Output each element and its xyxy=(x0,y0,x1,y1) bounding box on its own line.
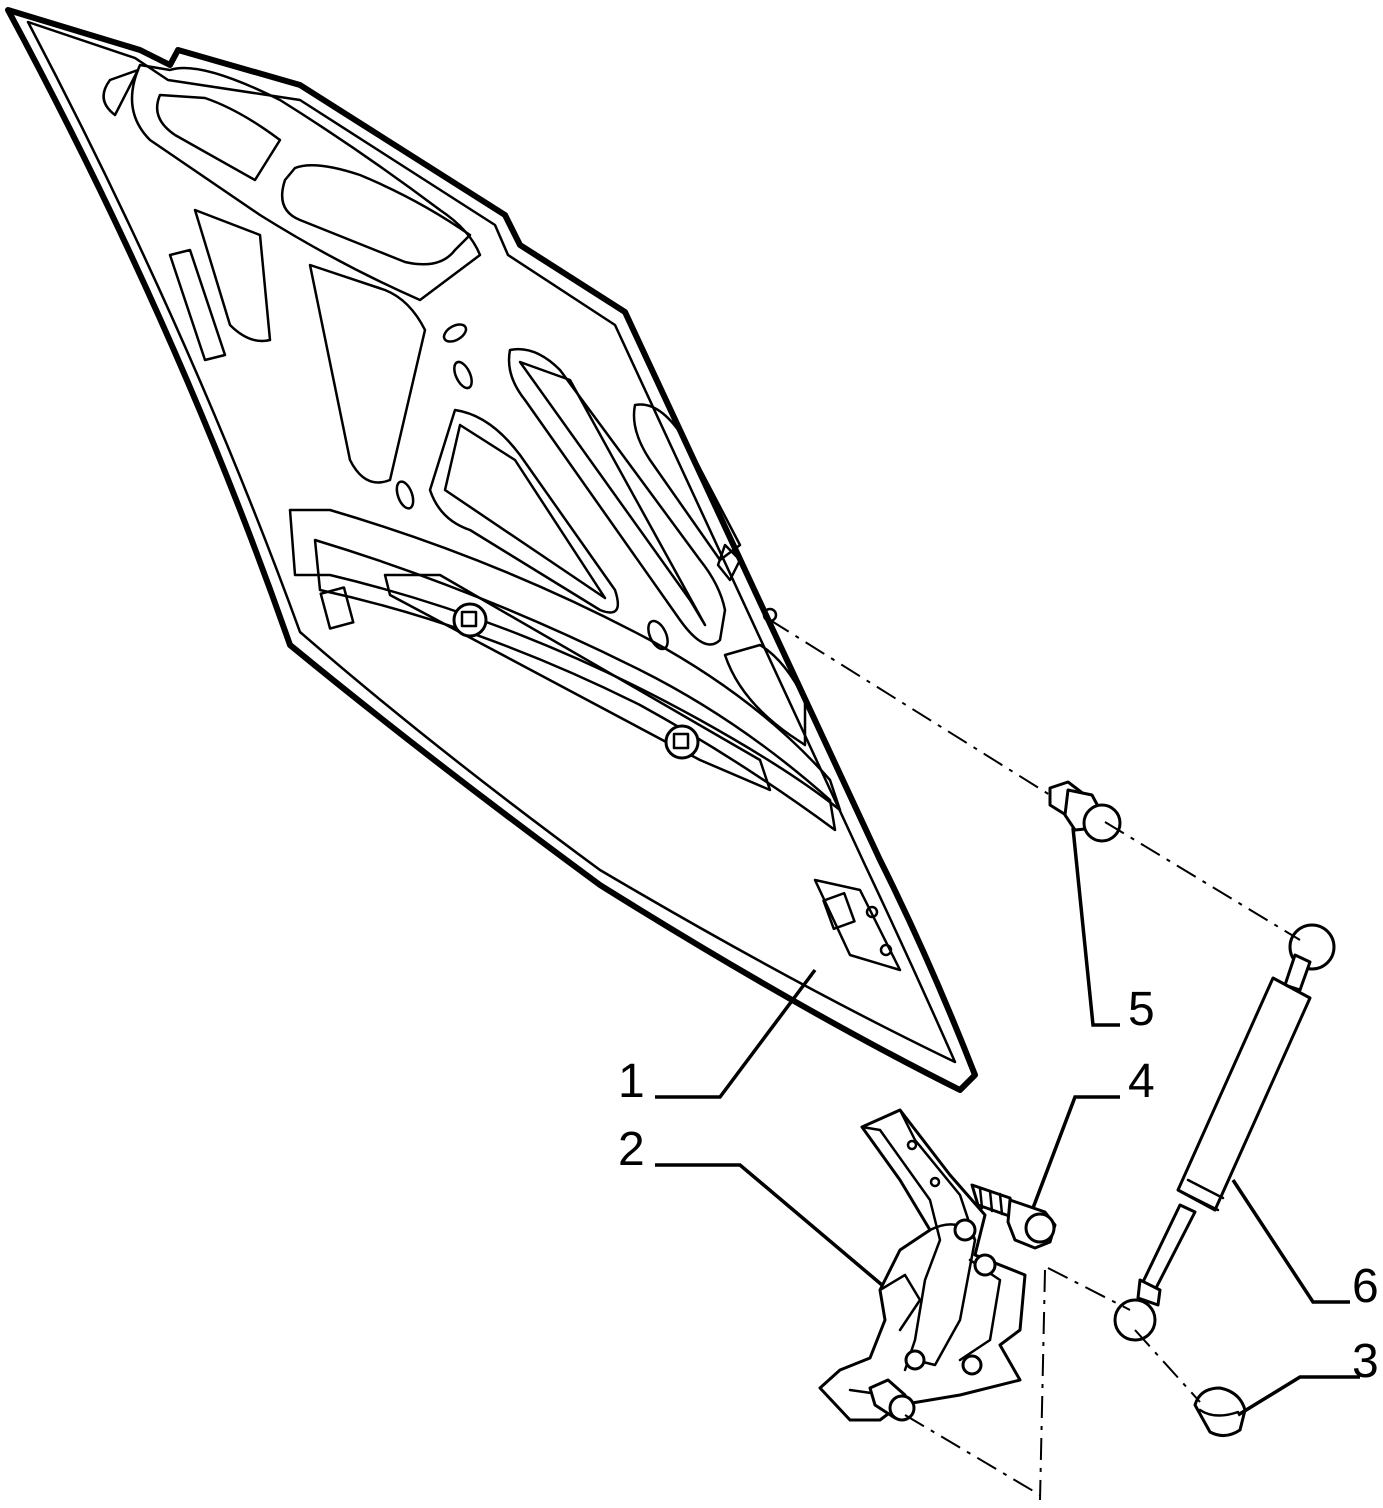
bolt xyxy=(970,1183,1057,1250)
cap-bumper xyxy=(1193,1386,1247,1437)
leader-4 xyxy=(1031,1095,1120,1209)
callout-6: 6 xyxy=(1352,1260,1379,1313)
leader-2 xyxy=(655,1163,884,1287)
alignment-lines xyxy=(769,619,1301,1501)
leader-lines xyxy=(655,827,1360,1417)
leader-3 xyxy=(1237,1375,1360,1417)
callout-5: 5 xyxy=(1128,983,1155,1036)
gas-strut xyxy=(1113,923,1336,1342)
hinge-assembly xyxy=(818,1108,1027,1422)
callout-1: 1 xyxy=(618,1055,645,1108)
leader-5 xyxy=(1071,827,1120,1027)
callout-labels: 1 2 3 4 5 6 xyxy=(618,983,1379,1388)
leader-6 xyxy=(1231,1179,1350,1304)
callout-4: 4 xyxy=(1128,1055,1155,1108)
callout-2: 2 xyxy=(618,1123,645,1176)
ball-stud xyxy=(1048,780,1122,843)
callout-3: 3 xyxy=(1352,1335,1379,1388)
leader-1 xyxy=(655,968,817,1099)
hood-panel xyxy=(5,7,978,1093)
